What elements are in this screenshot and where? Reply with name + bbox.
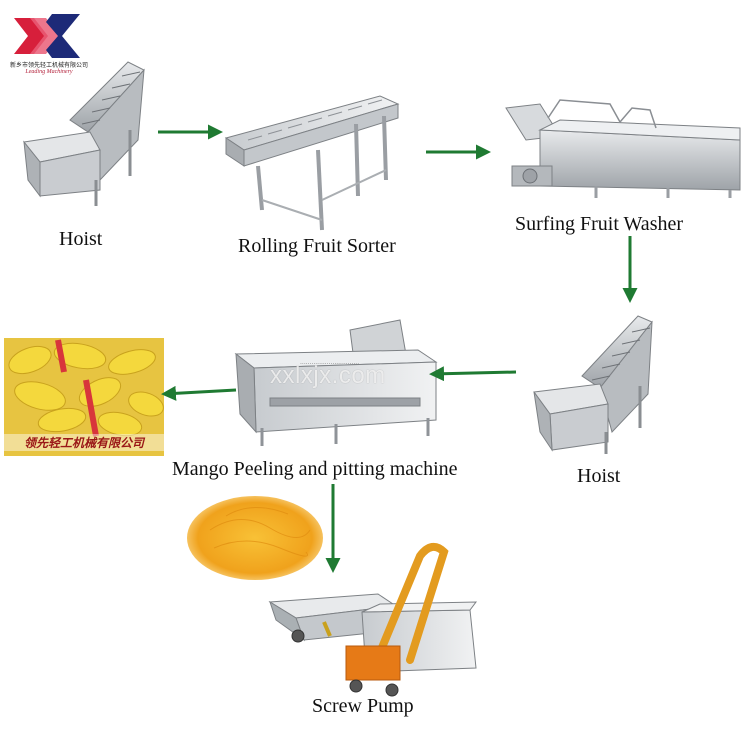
- flow-arrows: [158, 124, 638, 573]
- site-watermark: xxlxjx.com: [270, 362, 386, 389]
- company-logo: [14, 14, 80, 58]
- arrow-peeler-to-slices: [161, 385, 237, 401]
- label-hoist-2: Hoist: [577, 465, 621, 487]
- mango-slices-photo: [4, 338, 164, 456]
- label-surfing-fruit-washer: Surfing Fruit Washer: [515, 213, 684, 235]
- label-screw-pump: Screw Pump: [312, 695, 414, 717]
- arrow-hoist-to-peeler: [429, 366, 517, 382]
- logo-english-text: Leading Machinery: [25, 69, 73, 75]
- label-hoist-1: Hoist: [59, 228, 103, 250]
- photo-caption: 领先轻工机械有限公司: [4, 434, 164, 451]
- label-mango-peeling-pitting: Mango Peeling and pitting machine: [172, 458, 458, 480]
- rolling-fruit-sorter-machine: [224, 95, 400, 231]
- label-rolling-fruit-sorter: Rolling Fruit Sorter: [238, 235, 396, 257]
- surfing-fruit-washer-machine: [505, 99, 741, 198]
- hoist-1-machine: [23, 61, 145, 206]
- hoist-2-machine: [533, 315, 653, 454]
- svg-text:······························: ·······························: [300, 361, 359, 368]
- logo-chinese-text: 新乡市领先轻工机械有限公司: [9, 62, 88, 69]
- mango-pulp-image: [187, 496, 323, 580]
- mango-peeling-machine: ·······························: [234, 319, 438, 446]
- screw-pump-machine: [268, 542, 478, 697]
